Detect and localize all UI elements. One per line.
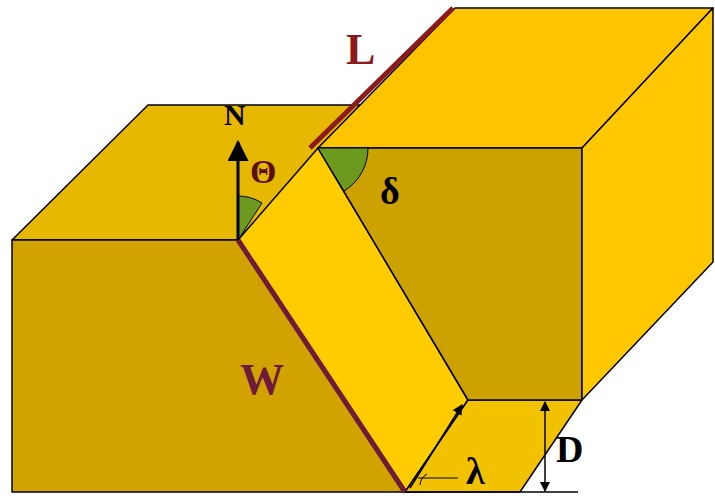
strike-angle-label: Θ: [250, 155, 276, 189]
rake-label: λ: [466, 452, 485, 490]
depth-label: D: [556, 430, 583, 468]
rake-arc: [420, 474, 427, 485]
right-side-face: [582, 8, 713, 400]
delta-arc: [318, 148, 368, 191]
depth-base-line: [405, 491, 578, 493]
dip-angle-label: δ: [380, 172, 400, 210]
lower-step: [405, 400, 582, 492]
north-label: N: [224, 100, 246, 130]
slip-arrow: [410, 405, 462, 488]
theta-arc: [238, 196, 262, 240]
right-front-face: [318, 148, 582, 400]
length-line: [310, 8, 453, 148]
width-label: W: [240, 358, 284, 402]
length-label: L: [346, 28, 375, 72]
rake-leader: [418, 478, 458, 479]
north-arrow: [237, 142, 240, 240]
depth-arrow: [544, 402, 546, 491]
width-line: [238, 240, 405, 492]
